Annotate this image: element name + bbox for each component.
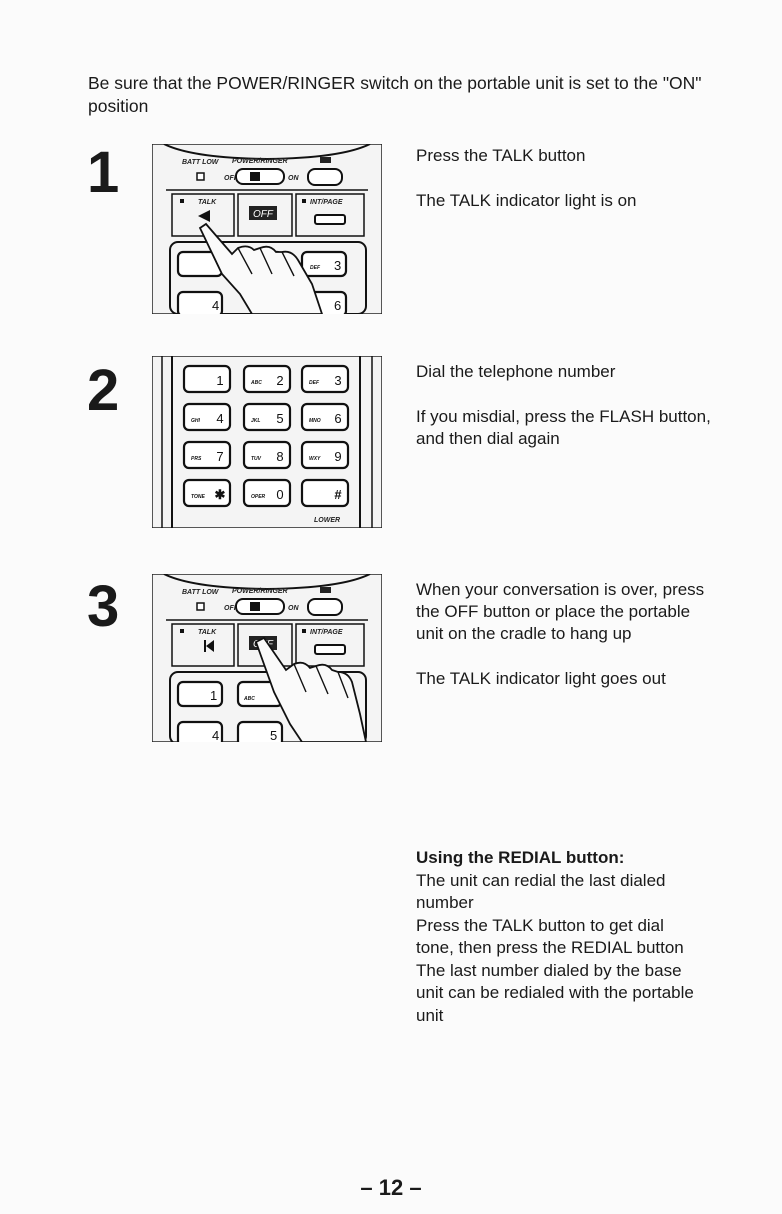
redial-heading: Using the REDIAL button: [416,848,625,867]
key-digit: 8 [276,449,283,464]
key-letters: JKL [251,418,260,424]
key-digit: 5 [276,411,283,426]
step-line: The TALK indicator light goes out [416,669,666,688]
key-digit: 3 [334,373,341,388]
svg-text:1: 1 [210,688,217,703]
keypad-key-1[interactable]: 1 [182,364,232,394]
key-letters: PRS [191,456,202,462]
keypad-key-8[interactable]: TUV 8 [242,440,292,470]
key-letters: GHI [191,418,201,424]
power-ringer-label: POWER/RINGER [232,158,288,165]
step-line: The TALK indicator light is on [416,191,637,210]
svg-text:4: 4 [212,298,219,313]
key-digit: # [334,487,342,502]
keypad-key-6[interactable]: MNO 6 [300,402,350,432]
step-line: If you misdial, press the FLASH button, … [416,407,711,448]
power-ringer-label: POWER/RINGER [232,588,288,595]
keypad-key-5[interactable]: JKL 5 [242,402,292,432]
key-letters: ABC [250,380,262,386]
key-letters: TUV [251,456,262,462]
keypad-key-12[interactable]: # [300,478,350,508]
key-digit: 9 [334,449,341,464]
lower-label: LOWER [314,517,340,524]
handset-figure-talk: BATT LOW POWER/RINGER OFF ON TALK OFF IN… [152,144,382,314]
keypad-key-7[interactable]: PRS 7 [182,440,232,470]
svg-text:3: 3 [334,258,341,273]
svg-text:ABC: ABC [243,696,255,702]
step-line: When your conversation is over, press th… [416,580,705,643]
key-digit: 6 [334,411,341,426]
switch-on-label: ON [288,175,299,182]
key-letters: OPER [251,494,266,500]
key-letters: WXY [309,456,321,462]
batt-low-label: BATT LOW [182,589,220,596]
step-1-instructions: Press the TALK button The TALK indicator… [416,145,716,235]
redial-note: Using the REDIAL button: The unit can re… [416,847,706,1027]
key-digit: 7 [216,449,223,464]
key-letters: MNO [309,418,321,424]
key-digit: 2 [276,373,283,388]
step-number: 1 [87,140,120,205]
redial-line: Press the TALK button to get dial tone, … [416,915,684,958]
keypad-key-10[interactable]: TONE ✱ [182,478,232,508]
step-number: 2 [87,358,120,423]
key-letters: TONE [191,494,205,500]
talk-label: TALK [198,199,217,206]
svg-text:DEF: DEF [310,265,321,271]
int-page-label: INT/PAGE [310,199,343,206]
step-line: Press the TALK button [416,146,586,165]
step-line: Dial the telephone number [416,362,616,381]
int-page-label: INT/PAGE [310,629,343,636]
svg-text:5: 5 [270,728,277,742]
key-letters: DEF [309,380,320,386]
switch-off-label: OFF [224,175,239,182]
redial-line: The unit can redial the last dialed numb… [416,870,666,913]
step-2-instructions: Dial the telephone number If you misdial… [416,361,716,473]
keypad-key-11[interactable]: OPER 0 [242,478,292,508]
step-3-instructions: When your conversation is over, press th… [416,579,716,713]
key-digit: 4 [216,411,223,426]
keypad-key-2[interactable]: ABC 2 [242,364,292,394]
key-digit: ✱ [215,487,226,502]
key-digit: 1 [216,373,223,388]
keypad-key-9[interactable]: WXY 9 [300,440,350,470]
step-number: 3 [87,574,120,639]
switch-on-label: ON [288,605,299,612]
svg-text:4: 4 [212,728,219,742]
batt-low-label: BATT LOW [182,159,220,166]
intro-text: Be sure that the POWER/RINGER switch on … [88,73,702,116]
svg-text:6: 6 [334,298,341,313]
redial-line: The last number dialed by the base unit … [416,960,694,1025]
off-button-label: OFF [253,209,274,220]
key-digit: 0 [276,487,283,502]
page-number: – 12 – [360,1175,422,1200]
switch-off-label: OFF [224,605,239,612]
talk-label: TALK [198,629,217,636]
keypad-key-3[interactable]: DEF 3 [300,364,350,394]
keypad-key-4[interactable]: GHI 4 [182,402,232,432]
handset-figure-off: BATT LOW POWER/RINGER OFF ON TALK OFF IN… [152,574,382,742]
